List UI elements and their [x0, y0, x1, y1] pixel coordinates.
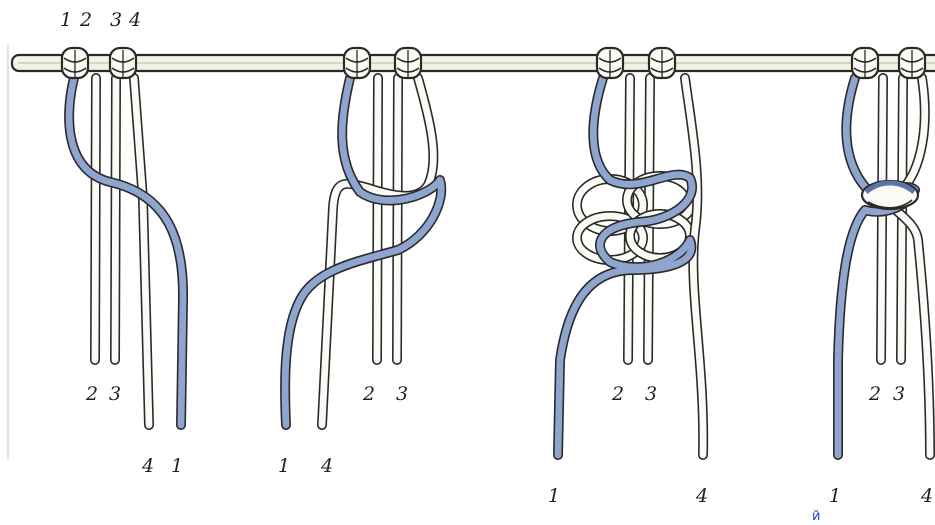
step-2-cord-1 — [285, 78, 441, 425]
step-2-label-4: 4 — [320, 455, 333, 477]
lark-head-knot-5 — [597, 48, 623, 78]
lark-head-knot-8 — [899, 48, 925, 78]
step-1-label-2: 2 — [85, 383, 98, 405]
step-1-label-4: 4 — [141, 455, 154, 477]
step-2-cord-2 — [377, 78, 378, 360]
step-1-cord-1 — [69, 78, 183, 425]
lark-head-knot-3 — [344, 48, 370, 78]
step-3-label-3: 3 — [645, 383, 657, 405]
lark-head-knot-1 — [62, 48, 88, 78]
lark-head-knot-7 — [852, 48, 878, 78]
step-1-label-1: 1 — [171, 455, 183, 477]
step-3-label-4: 4 — [695, 485, 708, 507]
step-1-label-3: 3 — [109, 383, 121, 405]
step-2-labels: 2 3 1 4 — [278, 383, 408, 477]
step-2-label-1: 1 — [278, 455, 290, 477]
lark-head-knots — [62, 48, 925, 209]
lark-head-knot-6 — [649, 48, 675, 78]
top-label-1: 1 — [60, 9, 72, 31]
step-1-labels: 2 3 4 1 — [85, 383, 183, 477]
top-labels: 1 2 3 4 — [60, 9, 141, 31]
step-4-labels: 2 3 1 4 — [829, 383, 933, 507]
corner-mark: й — [812, 509, 820, 524]
step-4-label-1: 1 — [829, 485, 841, 507]
top-label-3: 3 — [110, 9, 122, 31]
step-3-labels: 2 3 1 4 — [548, 383, 708, 507]
top-label-4: 4 — [128, 9, 141, 31]
step-1-cord-3 — [115, 78, 116, 360]
top-label-2: 2 — [79, 9, 92, 31]
lark-head-knot-2 — [110, 48, 136, 78]
step-4-label-3: 3 — [893, 383, 905, 405]
step-1-cord-4 — [134, 78, 149, 425]
step-2-label-2: 2 — [362, 383, 375, 405]
step-1-cord-2 — [95, 78, 96, 360]
step-3-label-1: 1 — [548, 485, 560, 507]
step-4-cord-2 — [881, 78, 883, 360]
step-3-cord-4 — [685, 78, 703, 455]
step-2-label-3: 3 — [396, 383, 408, 405]
cords-layer — [69, 78, 930, 455]
step-4-label-4: 4 — [920, 485, 933, 507]
step-4-label-2: 2 — [868, 383, 881, 405]
step-4-square-knot — [862, 181, 918, 209]
step-2-cord-3 — [397, 78, 398, 360]
step-3-label-2: 2 — [611, 383, 624, 405]
lark-head-knot-4 — [395, 48, 421, 78]
